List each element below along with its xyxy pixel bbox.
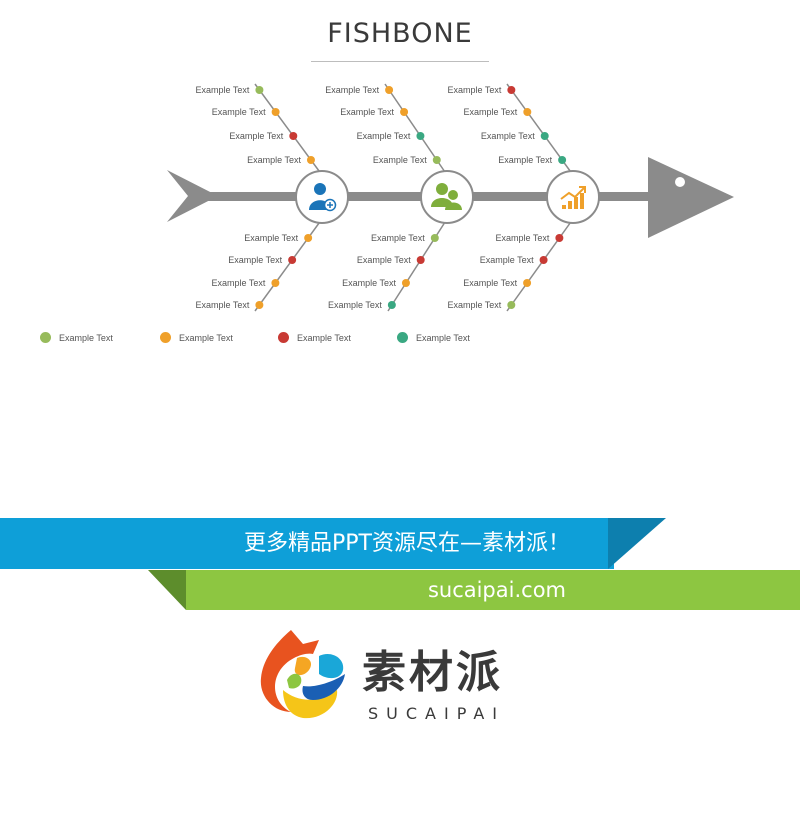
brand-name-cn: 素材派 bbox=[362, 647, 503, 698]
legend-item: Example Text bbox=[397, 332, 470, 343]
url-banner bbox=[186, 570, 800, 610]
bottom-bone-dot bbox=[304, 234, 313, 242]
bottom-bone-dot bbox=[271, 279, 280, 287]
legend-dot bbox=[160, 332, 171, 343]
top-bone-dot bbox=[255, 86, 264, 94]
user-group-icon bbox=[420, 170, 474, 224]
bottom-bone-dot bbox=[288, 256, 297, 264]
title-underline bbox=[311, 61, 489, 62]
bottom-bone-label: Example Text bbox=[447, 300, 501, 310]
legend-label: Example Text bbox=[297, 332, 351, 343]
bottom-bone-dot bbox=[523, 279, 532, 287]
bottom-bone-dot bbox=[255, 301, 264, 309]
bottom-bone-dot bbox=[387, 301, 396, 309]
legend-label: Example Text bbox=[416, 332, 470, 343]
bottom-bone-label: Example Text bbox=[463, 278, 517, 288]
fish-eye bbox=[675, 177, 685, 187]
legend-item: Example Text bbox=[40, 332, 113, 343]
legend: Example Text Example Text Example Text E… bbox=[0, 332, 800, 348]
bottom-bone-label: Example Text bbox=[244, 233, 298, 243]
hub-circles bbox=[295, 170, 600, 224]
bottom-bone-dot bbox=[507, 301, 516, 309]
brand-name-en: SUCAIPAI bbox=[368, 704, 505, 723]
bottom-bone-dot bbox=[555, 234, 564, 242]
top-bone-label: Example Text bbox=[247, 155, 301, 165]
bottom-bone-label: Example Text bbox=[357, 255, 411, 265]
legend-label: Example Text bbox=[59, 332, 113, 343]
top-bone-dot bbox=[540, 132, 549, 140]
growth-chart-icon bbox=[546, 170, 600, 224]
promo-banner-text: 更多精品PPT资源尽在—素材派！ bbox=[244, 531, 570, 556]
brand-logo-icon bbox=[260, 630, 345, 719]
user-add-icon bbox=[295, 170, 349, 224]
top-bone-label: Example Text bbox=[498, 155, 552, 165]
top-bone-dot bbox=[416, 132, 425, 140]
legend-dot bbox=[397, 332, 408, 343]
legend-label: Example Text bbox=[179, 332, 233, 343]
top-bone-label: Example Text bbox=[196, 85, 250, 95]
top-bone-label: Example Text bbox=[481, 131, 535, 141]
bottom-bone-label: Example Text bbox=[480, 255, 534, 265]
legend-item: Example Text bbox=[278, 332, 351, 343]
promo-banner-fold bbox=[608, 518, 666, 569]
top-bone-dot bbox=[523, 108, 532, 116]
top-bone-dot bbox=[558, 156, 567, 164]
bottom-bone-label: Example Text bbox=[328, 300, 382, 310]
top-bone-dot bbox=[507, 86, 516, 94]
bottom-bone-line bbox=[506, 218, 574, 312]
url-banner-fold bbox=[148, 570, 186, 610]
fish-head bbox=[648, 157, 734, 238]
top-bone-dot bbox=[400, 108, 409, 116]
bottom-bone-dot bbox=[416, 256, 425, 264]
bottom-bone-dot bbox=[539, 256, 548, 264]
top-bone-label: Example Text bbox=[447, 85, 501, 95]
legend-dot bbox=[278, 332, 289, 343]
bottom-bone-label: Example Text bbox=[228, 255, 282, 265]
bottom-bone-label: Example Text bbox=[196, 300, 250, 310]
top-bone-label: Example Text bbox=[212, 107, 266, 117]
legend-dot bbox=[40, 332, 51, 343]
top-bone-dot bbox=[432, 156, 441, 164]
bottom-bone-line bbox=[254, 218, 323, 312]
top-bone-label: Example Text bbox=[463, 107, 517, 117]
top-bone-label: Example Text bbox=[325, 85, 379, 95]
diagram-title: FISHBONE bbox=[327, 18, 473, 49]
bottom-bone-label: Example Text bbox=[342, 278, 396, 288]
bottom-bone-dot bbox=[401, 279, 410, 287]
top-bone-dot bbox=[385, 86, 394, 94]
bottom-bone-label: Example Text bbox=[496, 233, 550, 243]
bottom-bone-dot bbox=[430, 234, 439, 242]
bottom-bone-line bbox=[387, 218, 448, 312]
fish-tail bbox=[167, 170, 218, 222]
top-bone-dot bbox=[289, 132, 298, 140]
top-bone-label: Example Text bbox=[340, 107, 394, 117]
promo-banner bbox=[0, 518, 614, 569]
top-bone-dot bbox=[306, 156, 315, 164]
top-bone-label: Example Text bbox=[229, 131, 283, 141]
bottom-bone-label: Example Text bbox=[212, 278, 266, 288]
legend-item: Example Text bbox=[160, 332, 233, 343]
top-bone-label: Example Text bbox=[373, 155, 427, 165]
site-url-link[interactable]: sucaipai.com bbox=[427, 578, 566, 602]
bottom-bone-label: Example Text bbox=[371, 233, 425, 243]
top-bone-label: Example Text bbox=[357, 131, 411, 141]
top-bone-dot bbox=[271, 108, 280, 116]
